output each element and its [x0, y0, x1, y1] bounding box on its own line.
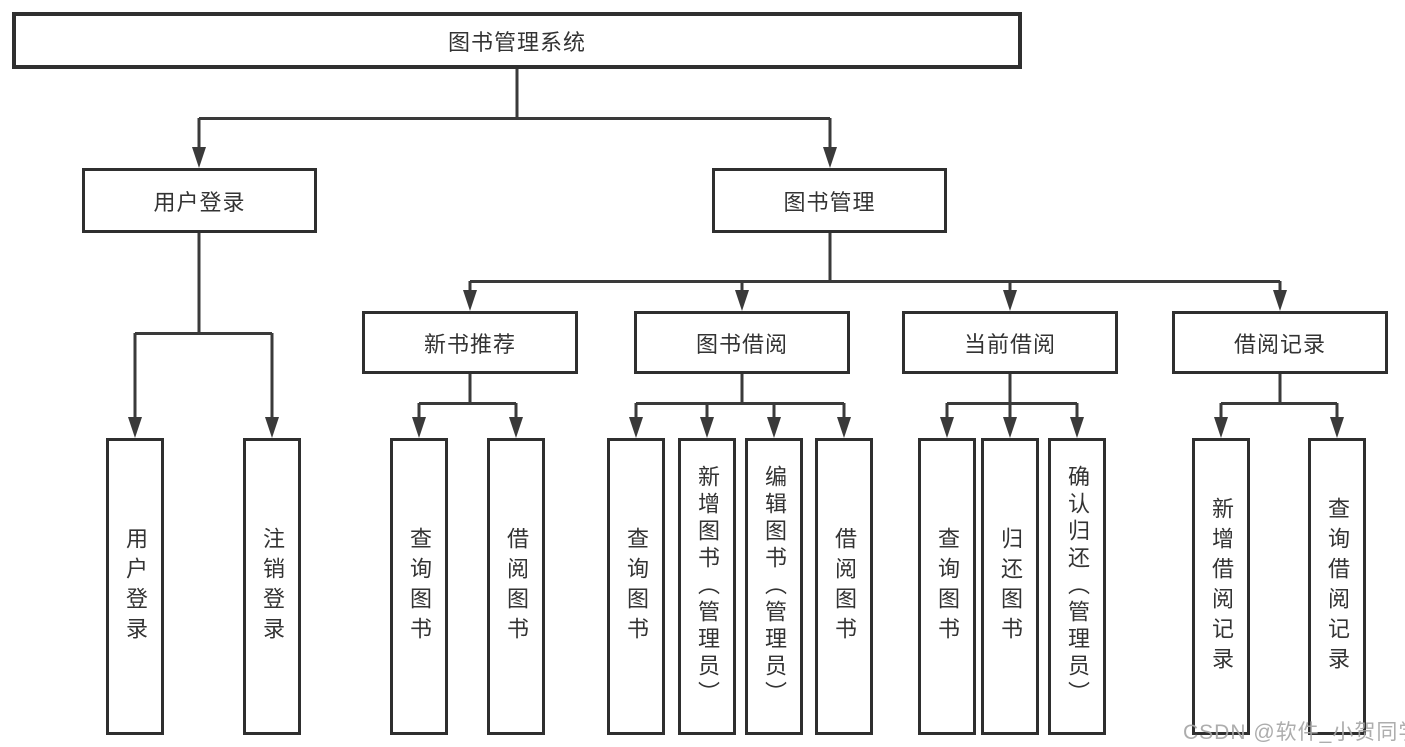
leaf-borrow-books-borrowing: 借阅图书: [815, 438, 873, 735]
leaf-confirm-return-admin: 确认归还（管理员）: [1048, 438, 1106, 735]
leaf-edit-book-admin: 编辑图书（管理员）: [745, 438, 803, 735]
node-book-management: 图书管理: [712, 168, 947, 233]
leaf-query-borrowing-record: 查询借阅记录: [1308, 438, 1366, 735]
node-user-login: 用户登录: [82, 168, 317, 233]
leaf-user-login: 用户登录: [106, 438, 164, 735]
leaf-label: 新增借阅记录: [1209, 496, 1234, 677]
edge-book-management-to-level3: [463, 233, 1287, 311]
node-book-borrowing: 图书借阅: [634, 311, 850, 374]
leaf-borrow-books-recommend: 借阅图书: [487, 438, 545, 735]
edge-borrowing-records-to-leaves: [1214, 374, 1344, 438]
leaf-label: 借阅图书: [832, 526, 857, 647]
node-borrowing-records: 借阅记录: [1172, 311, 1388, 374]
leaf-label: 注销登录: [260, 526, 285, 647]
leaf-label: 查询图书: [935, 526, 960, 647]
leaf-query-books-recommend: 查询图书: [390, 438, 448, 735]
leaf-query-books-borrowing: 查询图书: [607, 438, 665, 735]
leaf-label: 借阅图书: [504, 526, 529, 647]
leaf-label: 查询图书: [624, 526, 649, 647]
leaf-label: 查询借阅记录: [1325, 496, 1350, 677]
leaf-label: 新增图书（管理员）: [695, 465, 720, 708]
leaf-add-book-admin: 新增图书（管理员）: [678, 438, 736, 735]
leaf-label: 查询图书: [407, 526, 432, 647]
leaf-label: 编辑图书（管理员）: [762, 465, 787, 708]
leaf-label: 确认归还（管理员）: [1065, 465, 1090, 708]
node-new-book-recommend: 新书推荐: [362, 311, 578, 374]
leaf-query-books-current: 查询图书: [918, 438, 976, 735]
node-current-borrowing: 当前借阅: [902, 311, 1118, 374]
edge-new-book-recommend-to-leaves: [412, 374, 523, 438]
leaf-return-books: 归还图书: [981, 438, 1039, 735]
leaf-logout-login: 注销登录: [243, 438, 301, 735]
leaf-add-borrowing-record: 新增借阅记录: [1192, 438, 1250, 735]
leaf-label: 归还图书: [998, 526, 1023, 647]
leaf-label: 用户登录: [123, 526, 148, 647]
edge-current-borrowing-to-leaves: [940, 374, 1084, 438]
edge-user-login-to-leaves: [128, 232, 279, 438]
csdn-watermark: CSDN @软件_小贺同学: [1183, 721, 1405, 744]
node-root: 图书管理系统: [12, 12, 1022, 69]
edge-book-borrowing-to-leaves: [629, 374, 851, 438]
edge-root-to-level2: [192, 68, 837, 168]
